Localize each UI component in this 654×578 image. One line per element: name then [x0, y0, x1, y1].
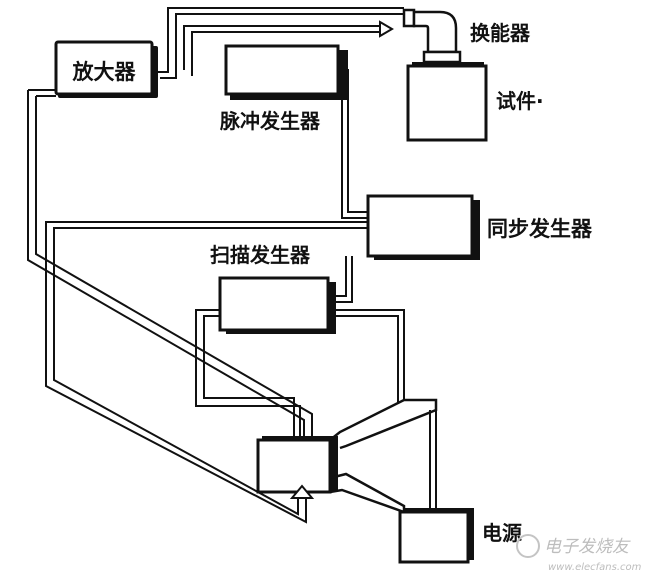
specimen-label: 试件·	[496, 89, 544, 113]
sync-generator-block: 同步发生器	[366, 194, 593, 260]
power-supply-block: 电源	[398, 508, 522, 564]
watermark-url: www.elecfans.com	[548, 562, 642, 573]
power-supply-label: 电源	[482, 521, 522, 545]
specimen-block: 试件·	[406, 62, 544, 142]
crt-tube	[256, 398, 438, 514]
pulse-generator-block: 脉冲发生器	[219, 44, 348, 133]
amplifier-block: 放大器	[54, 40, 158, 98]
transducer: 换能器	[402, 8, 531, 64]
sweep-generator-block: 扫描发生器	[210, 243, 336, 334]
sweep-generator-label: 扫描发生器	[210, 243, 311, 267]
sync-generator-label: 同步发生器	[487, 217, 593, 241]
amplifier-label: 放大器	[72, 60, 137, 84]
transducer-label: 换能器	[470, 21, 531, 45]
pulse-generator-label: 脉冲发生器	[219, 109, 321, 133]
watermark-text: 电子发烧友	[544, 537, 631, 557]
connection-wires	[27, 7, 437, 524]
watermark-logo-icon	[516, 534, 540, 558]
watermark: 电子发烧友 www.elecfans.com	[516, 534, 642, 573]
